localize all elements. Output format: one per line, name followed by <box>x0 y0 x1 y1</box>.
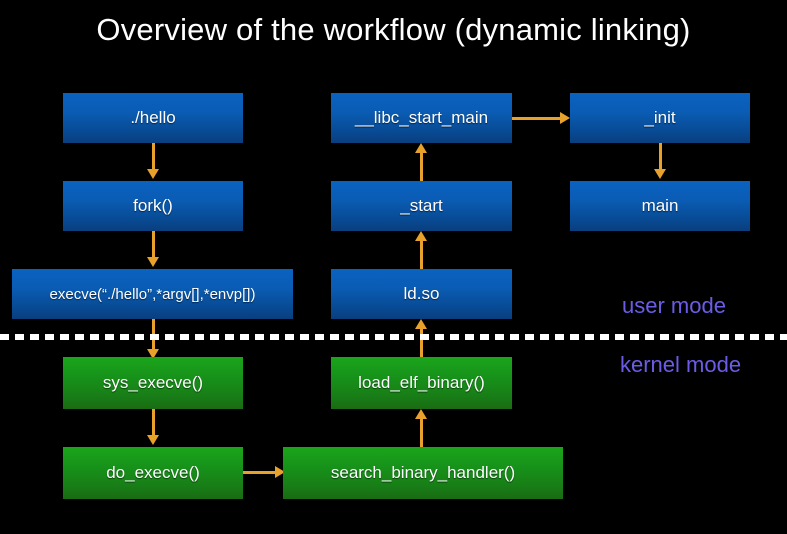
node-search-binary-handler[interactable]: search_binary_handler() <box>283 447 563 499</box>
node-main[interactable]: main <box>570 181 750 231</box>
arrow-head-up-icon <box>415 409 427 419</box>
arrow-ldso-to-start <box>415 231 428 269</box>
node-hello[interactable]: ./hello <box>63 93 243 143</box>
node-fork[interactable]: fork() <box>63 181 243 231</box>
node-do-execve[interactable]: do_execve() <box>63 447 243 499</box>
arrow-head-right-icon <box>560 112 570 124</box>
arrow-head-down-icon <box>147 435 159 445</box>
node-load-elf-binary[interactable]: load_elf_binary() <box>331 357 512 409</box>
arrow-sys-execve-to-do-execve <box>147 409 160 447</box>
arrow-head-down-icon <box>147 169 159 179</box>
arrow-shaft <box>243 471 277 474</box>
arrow-load-elf-binary-to-ldso <box>415 319 428 361</box>
arrow-init-to-main <box>654 143 667 181</box>
arrow-head-down-icon <box>147 257 159 267</box>
arrow-shaft <box>659 143 662 171</box>
arrow-shaft <box>152 143 155 171</box>
arrow-shaft <box>420 151 423 181</box>
node-start[interactable]: _start <box>331 181 512 231</box>
node-execve[interactable]: execve(“./hello”,*argv[],*envp[]) <box>12 269 293 319</box>
arrow-shaft <box>420 417 423 447</box>
arrow-head-up-icon <box>415 143 427 153</box>
arrow-head-down-icon <box>654 169 666 179</box>
arrow-head-up-icon <box>415 231 427 241</box>
arrow-head-up-icon <box>415 319 427 329</box>
arrow-shaft <box>152 231 155 259</box>
node-libc-start-main[interactable]: __libc_start_main <box>331 93 512 143</box>
node-ldso[interactable]: ld.so <box>331 269 512 319</box>
page-title: Overview of the workflow (dynamic linkin… <box>96 12 691 47</box>
node-sys-execve[interactable]: sys_execve() <box>63 357 243 409</box>
arrow-shaft <box>420 239 423 269</box>
arrow-head-down-icon <box>147 349 159 359</box>
arrow-search-binary-handler-to-load-elf-binary <box>415 409 428 447</box>
arrow-hello-to-fork <box>147 143 160 181</box>
arrow-shaft <box>420 327 423 361</box>
kernel-mode-label: kernel mode <box>620 352 742 377</box>
arrow-shaft <box>512 117 562 120</box>
node-init[interactable]: _init <box>570 93 750 143</box>
arrow-do-execve-to-search-binary-handler <box>243 466 285 479</box>
arrow-start-to-libc-start-main <box>415 143 428 181</box>
user-kernel-divider <box>0 334 787 340</box>
arrow-execve-to-sys-execve <box>147 319 160 361</box>
user-mode-label: user mode <box>622 293 726 318</box>
arrow-head-right-icon <box>275 466 285 478</box>
arrow-libc-start-main-to-init <box>512 112 570 125</box>
arrow-shaft <box>152 409 155 437</box>
arrow-fork-to-execve <box>147 231 160 269</box>
